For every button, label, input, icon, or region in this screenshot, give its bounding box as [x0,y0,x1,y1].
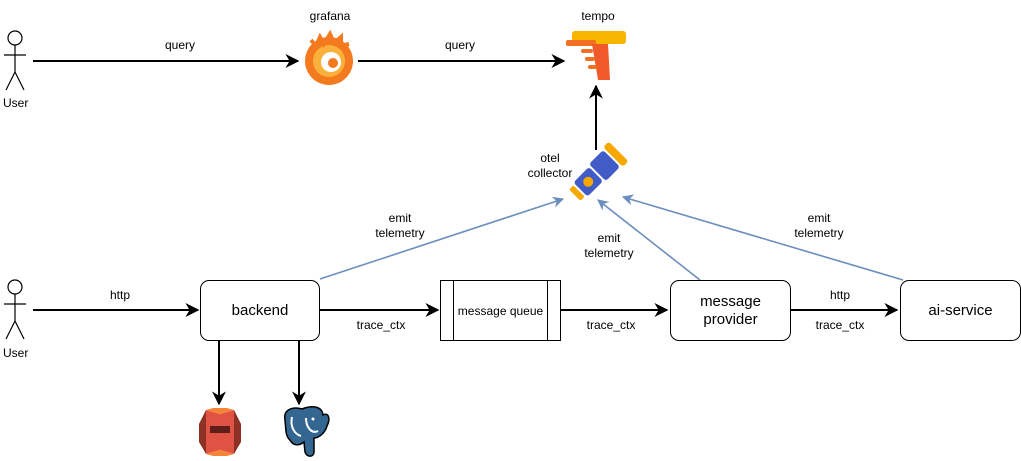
edge-label-queue-provider: trace_ctx [586,318,636,332]
message-queue-label: message queue [457,303,544,318]
queue-divider-left [453,281,454,340]
edge-label-user-backend: http [109,288,130,302]
edge-label-provider-otel-1: emit [597,231,621,245]
edge-label-ai-otel-1: emit [807,211,831,225]
otel-telescope-icon [569,142,628,201]
edge-label-grafana-tempo: query [444,38,476,52]
tempo-logo-icon [566,31,626,80]
aws-s3-bucket-icon [199,408,241,456]
edge-label-user-grafana: query [164,38,196,52]
otel-label-line1: otel [540,151,560,165]
message-queue-node[interactable]: message queue [440,280,561,341]
user-actor-icon [4,279,26,340]
grafana-logo-icon [305,29,353,85]
backend-label: backend [231,301,289,319]
edge-provider-otel [597,199,701,281]
user-actor-icon [4,30,26,91]
grafana-label: grafana [309,9,351,23]
edge-label-backend-otel-1: emit [388,211,412,225]
provider-label-line2: provider [703,310,758,328]
edge-backend-otel [319,196,565,280]
edge-label-backend-queue: trace_ctx [356,318,406,332]
otel-label-line2: collector [527,166,573,180]
edge-ai-otel [621,194,904,281]
postgres-elephant-icon [283,406,330,457]
edge-label-provider-otel-2: telemetry [584,246,634,260]
ai-service-label: ai-service [928,301,993,319]
user-label-top: User [3,96,29,110]
edge-label-provider-ai-trace: trace_ctx [815,318,865,332]
user-label-bottom: User [3,346,29,360]
backend-node[interactable]: backend [200,280,320,341]
message-provider-node[interactable]: message provider [670,280,791,341]
tempo-label: tempo [581,9,615,23]
edge-label-ai-otel-2: telemetry [794,226,844,240]
provider-label-line1: message [700,292,761,310]
edge-label-provider-ai-http: http [829,288,850,302]
queue-divider-right [547,281,548,340]
edge-label-backend-otel-2: telemetry [375,226,425,240]
ai-service-node[interactable]: ai-service [900,280,1021,341]
